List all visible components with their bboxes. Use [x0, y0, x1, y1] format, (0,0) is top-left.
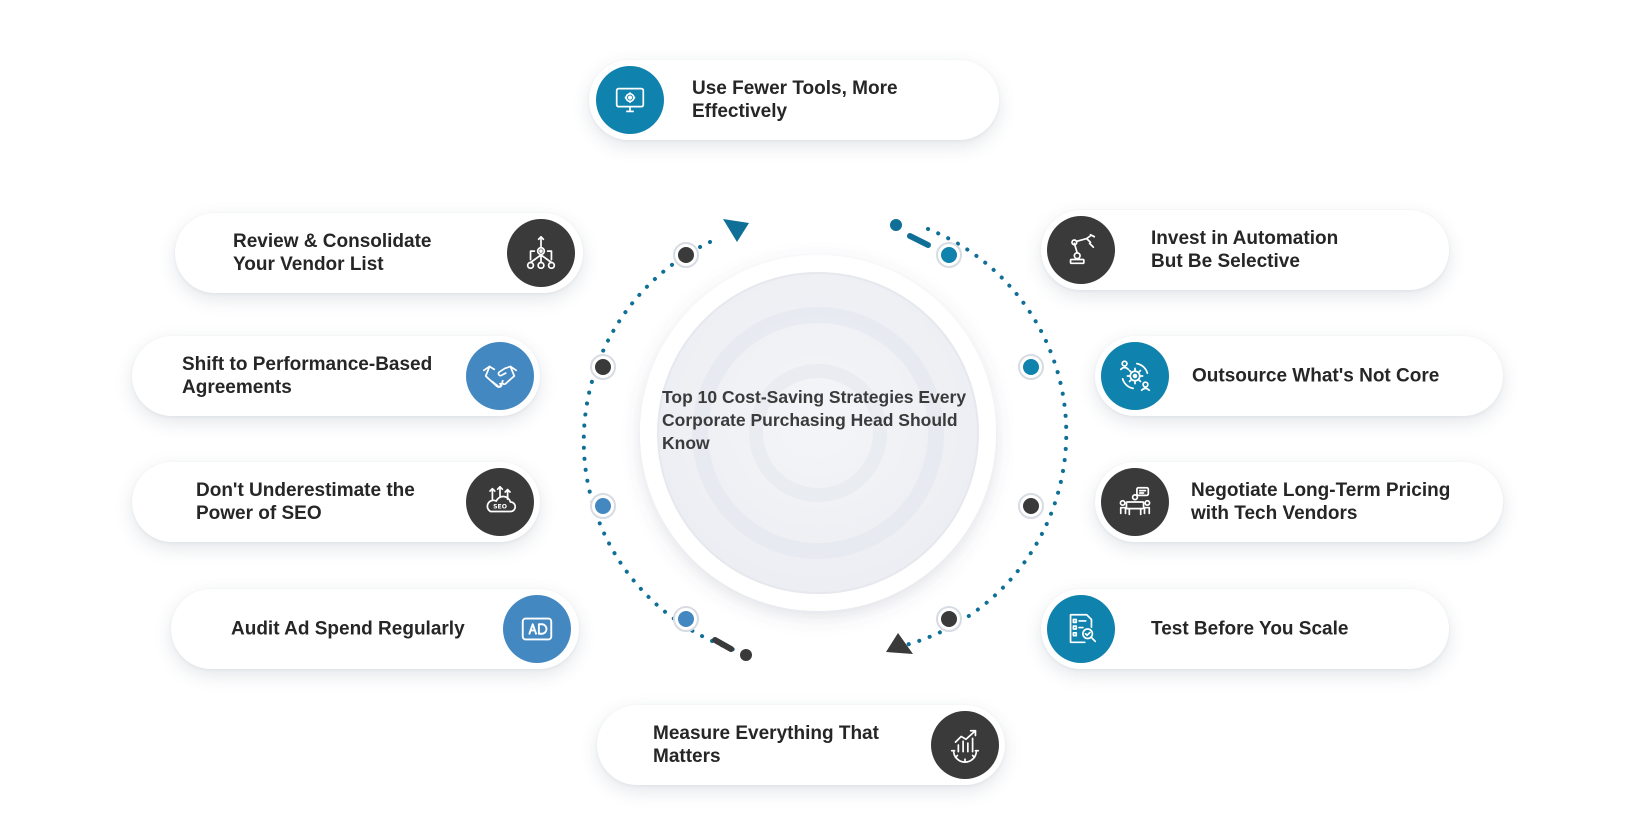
- seo-cloud-icon: SEO: [466, 468, 534, 536]
- meeting-table-icon: [1101, 468, 1169, 536]
- ad-screen-icon: [503, 595, 571, 663]
- strategy-label-3: Outsource What's Not Core: [1192, 365, 1440, 387]
- strategy-card-7: Audit Ad Spend Regularly: [171, 589, 579, 669]
- monitor-gear-icon: [596, 66, 664, 134]
- strategy-card-1: Use Fewer Tools, More Effectively: [589, 60, 999, 140]
- people-gear-icon: [1101, 342, 1169, 410]
- strategy-label-10: Review & Consolidate Your Vendor List: [233, 231, 432, 275]
- growth-chart-gear-icon: [931, 711, 999, 779]
- bottom-arrowhead: [886, 633, 913, 654]
- strategy-card-9: Shift to Performance-Based Agreements: [132, 336, 540, 416]
- svg-text:SEO: SEO: [493, 504, 507, 511]
- robot-arm-icon: [1047, 216, 1115, 284]
- strategy-label-4: Negotiate Long-Term Pricing with Tech Ve…: [1191, 480, 1451, 524]
- strategy-label-9: Shift to Performance-Based Agreements: [182, 354, 433, 398]
- strategy-card-8: Don't Underestimate the Power of SEO SEO: [132, 462, 540, 542]
- center-watermark: [692, 307, 944, 559]
- hierarchy-gear-icon: [507, 219, 575, 287]
- strategy-card-10: Review & Consolidate Your Vendor List: [175, 213, 583, 293]
- strategy-label-8: Don't Underestimate the Power of SEO: [196, 480, 415, 524]
- strategy-label-7: Audit Ad Spend Regularly: [231, 618, 465, 640]
- strategy-label-6: Measure Everything That Matters: [653, 723, 879, 767]
- strategy-card-6: Measure Everything That Matters: [597, 705, 1005, 785]
- left-dotted-arc: [581, 240, 737, 652]
- top-arrowhead: [723, 219, 749, 242]
- strategy-label-5: Test Before You Scale: [1151, 618, 1349, 640]
- checklist-search-icon: [1047, 595, 1115, 663]
- strategy-label-2: Invest in Automation But Be Selective: [1151, 228, 1339, 272]
- handshake-icon: [466, 342, 534, 410]
- strategy-card-2: Invest in Automation But Be Selective: [1041, 210, 1449, 290]
- strategy-label-1: Use Fewer Tools, More Effectively: [692, 78, 898, 122]
- diagram-title: Top 10 Cost-Saving Strategies Every Corp…: [662, 387, 967, 453]
- strategy-card-5: Test Before You Scale: [1041, 589, 1449, 669]
- strategy-card-4: Negotiate Long-Term Pricing with Tech Ve…: [1095, 462, 1503, 542]
- strategy-card-3: Outsource What's Not Core: [1095, 336, 1503, 416]
- node-dots: [590, 242, 1044, 632]
